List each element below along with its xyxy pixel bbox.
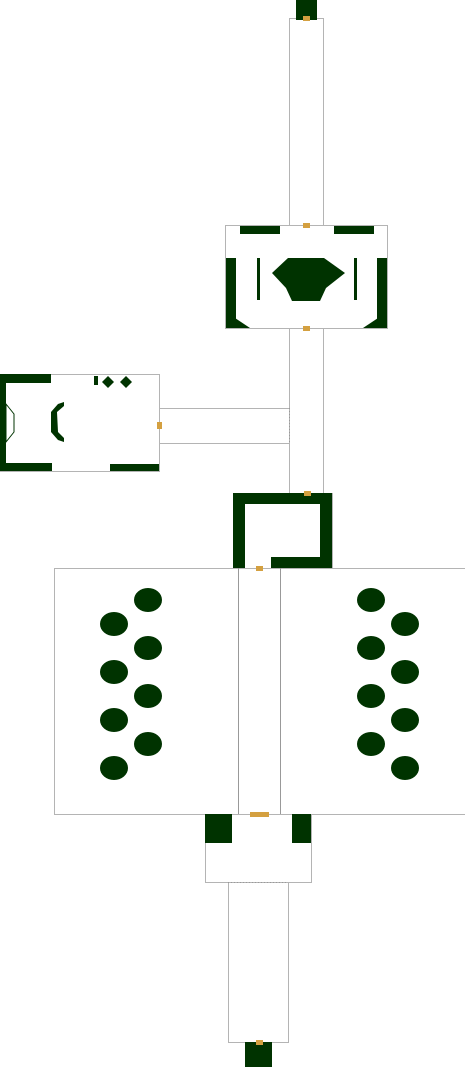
upper-hall-right-wall [377, 258, 387, 328]
pillar-8 [100, 756, 128, 780]
pillar-14 [391, 708, 419, 732]
upper-hall-right-thin-bar [354, 258, 357, 300]
upper-hall-top-right-bar [334, 226, 374, 234]
upper-hall-left-thin-bar [257, 258, 260, 300]
obstacles-layer [0, 0, 387, 1067]
antechamber-right-block [292, 814, 311, 843]
pillar-2 [100, 612, 128, 636]
north-corridor-outline [289, 18, 324, 227]
door-upper-hall-bottom [303, 326, 310, 331]
door-west-room-east [157, 422, 162, 429]
west-room-outline [0, 374, 160, 472]
pillar-13 [357, 684, 385, 708]
west-room-bottom-left-bar [0, 463, 52, 471]
west-room-niche-inner [5, 402, 15, 444]
vestibule-left-wall [233, 493, 245, 568]
west-room-small-post [94, 376, 98, 385]
south-corridor-outline [228, 882, 289, 1043]
vestibule-right-wall [320, 493, 332, 557]
west-room-top-bar [0, 374, 51, 383]
upper-hall-left-wall [226, 258, 236, 328]
vestibule-bottom-wall [271, 557, 332, 568]
door-vestibule-bottom [256, 566, 263, 571]
doors-layer [157, 16, 311, 1045]
upper-hall-statue [272, 258, 345, 301]
pillar-9 [357, 588, 385, 612]
vestibule-outline [233, 493, 333, 569]
upper-hall-top-left-bar [240, 226, 280, 234]
upper-hall-left-wall-base [226, 300, 236, 318]
door-vestibule-top [304, 491, 311, 496]
pillar-5 [134, 684, 162, 708]
west-passage-outline [159, 408, 290, 444]
door-south-corridor-bottom [256, 1040, 263, 1045]
north-end-block [296, 0, 317, 20]
pillar-15 [357, 732, 385, 756]
pillar-1 [134, 588, 162, 612]
antechamber-left-block [205, 814, 232, 843]
west-room-bottom-right-bar [110, 464, 159, 471]
vestibule-top-left-arm [233, 493, 288, 504]
door-north-corridor-top [303, 16, 310, 21]
pillar-10 [391, 612, 419, 636]
pillar-7 [134, 732, 162, 756]
door-great-hall-bottom [250, 812, 269, 817]
west-room-arc [51, 402, 64, 442]
west-room-diamond-1 [102, 376, 114, 388]
west-room-diamond-2 [120, 376, 132, 388]
pillar-3 [134, 636, 162, 660]
south-end-block [245, 1042, 272, 1067]
pillar-11 [357, 636, 385, 660]
central-corridor-outline [289, 328, 324, 495]
upper-hall-bottom-right-wedge [363, 312, 387, 328]
pillar-6 [100, 708, 128, 732]
door-upper-hall-top [303, 223, 310, 228]
pillar-16 [391, 756, 419, 780]
pillar-12 [391, 660, 419, 684]
pillar-4 [100, 660, 128, 684]
vestibule-top-right-arm [308, 493, 332, 504]
pillars-layer [100, 588, 419, 780]
rooms-layer [0, 18, 465, 1043]
